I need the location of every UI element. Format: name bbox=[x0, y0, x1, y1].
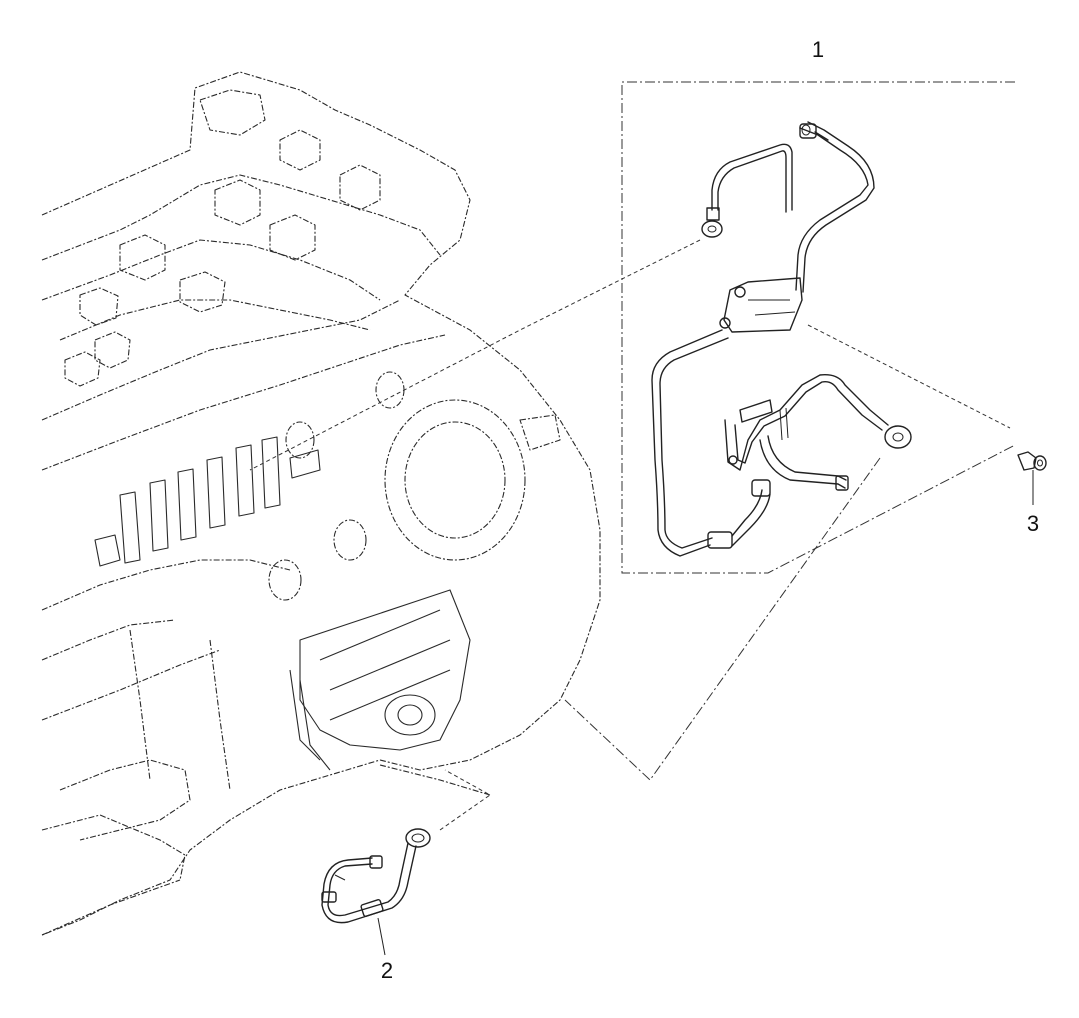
lower-right-tube bbox=[724, 374, 912, 491]
part-1-group bbox=[249, 81, 1016, 781]
part-3-bolt bbox=[1017, 451, 1047, 505]
callout-number-1: 1 bbox=[812, 37, 824, 62]
long-return-tube bbox=[651, 329, 771, 557]
callout-number-3: 3 bbox=[1027, 511, 1039, 536]
engine-block-illustration bbox=[41, 71, 601, 936]
part-2-tube bbox=[321, 769, 491, 956]
callout-number-2: 2 bbox=[381, 958, 393, 983]
upper-return-tube bbox=[701, 143, 793, 238]
mounting-bracket bbox=[719, 277, 803, 333]
upper-right-tube bbox=[795, 121, 875, 293]
